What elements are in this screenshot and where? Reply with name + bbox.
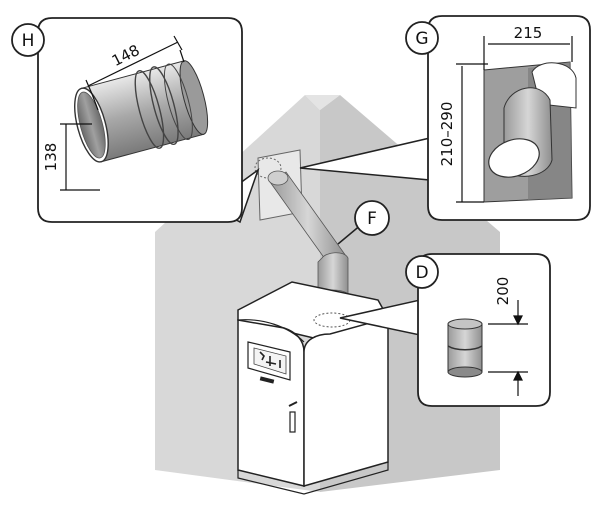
pipe-wall-end: [267, 170, 289, 186]
flue-pipe: [254, 149, 349, 301]
wall-edge-shade: [305, 95, 340, 110]
dim-200-label: 200: [494, 277, 512, 306]
dim-138-label: 138: [42, 143, 60, 172]
badge-g: [405, 21, 439, 55]
outlet-stub: [447, 318, 483, 378]
panel-slot: [259, 376, 275, 384]
badge-g-letter: G: [415, 29, 428, 49]
badge-d: [405, 255, 439, 289]
dim-148: [85, 35, 185, 111]
badge-h-letter: H: [22, 31, 35, 51]
badge-h: [11, 23, 45, 57]
badge-f-letter: F: [367, 209, 377, 229]
plate-collar-opening: [488, 138, 540, 178]
callout-f: F: [337, 200, 390, 245]
door-handle-cap: [288, 401, 298, 407]
callout-h: H 148 138: [11, 17, 243, 223]
wall-thimble-dashed: [254, 157, 282, 179]
dim-210-290-label: 210–290: [438, 102, 456, 167]
stove-base: [237, 462, 389, 495]
stove-top-curve: [237, 319, 305, 343]
dim-210-290: [456, 63, 488, 203]
dim-200: [488, 300, 528, 396]
stove: [237, 281, 390, 495]
callout-d: D 200: [405, 253, 551, 407]
badge-f: [354, 200, 390, 236]
pipe-section-h: [74, 60, 209, 163]
stove-side: [303, 317, 389, 487]
callout-g: G 215 210–290: [405, 15, 591, 221]
panel-symbol: [259, 351, 281, 368]
badge-d-letter: D: [415, 263, 428, 283]
dim-138: [60, 123, 100, 191]
dim-215-label: 215: [514, 24, 543, 42]
door-handle: [289, 411, 296, 433]
